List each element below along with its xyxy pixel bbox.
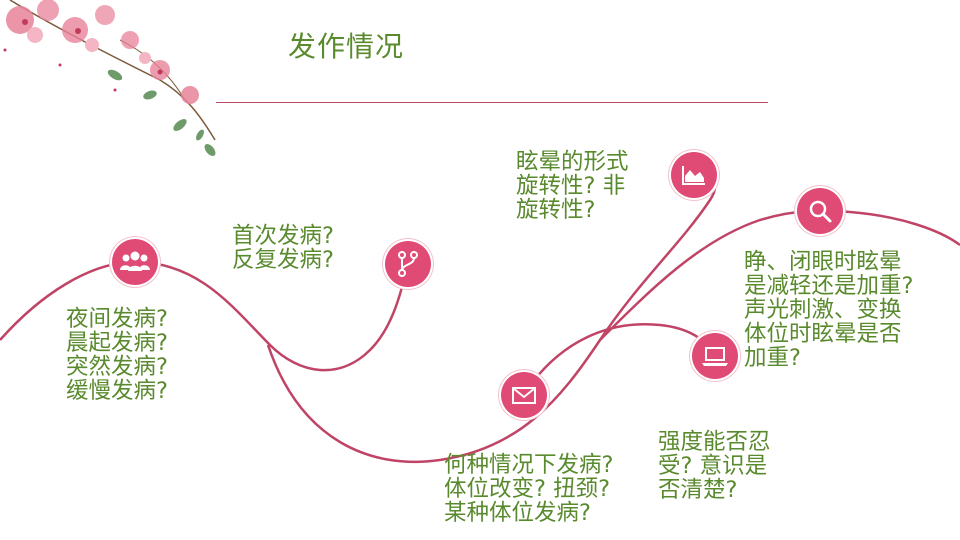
users-icon [112, 239, 158, 285]
chart-icon [671, 152, 717, 198]
aggravation-questions: 睁、闭眼时眩晕 是减轻还是加重? 声光刺激、变换 体位时眩晕是否 加重? [744, 249, 914, 371]
branch-icon [385, 241, 431, 287]
laptop-icon [692, 333, 738, 379]
floral-decoration [3, 0, 216, 156]
trigger-questions: 何种情况下发病? 体位改变? 扭颈? 某种体位发病? [444, 452, 614, 526]
page-title: 发作情况 [288, 30, 405, 63]
onset-questions: 夜间发病? 晨起发病? 突然发病? 缓慢发病? [66, 306, 168, 404]
mail-icon [501, 372, 547, 418]
recurrence-questions: 首次发病? 反复发病? [232, 223, 334, 273]
vertigo-form-questions: 眩晕的形式 旋转性? 非 旋转性? [516, 149, 629, 223]
title-divider [216, 102, 768, 103]
intensity-questions: 强度能否忍 受? 意识是 否清楚? [658, 429, 771, 503]
search-icon [797, 188, 843, 234]
